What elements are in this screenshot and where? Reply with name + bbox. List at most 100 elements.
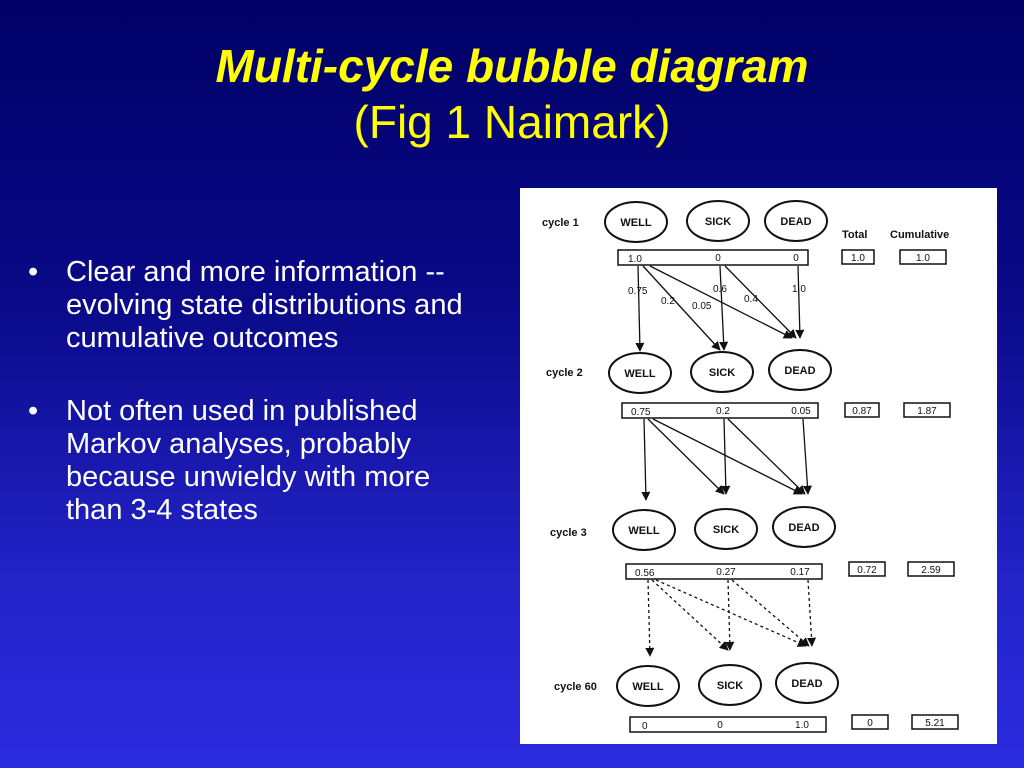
distribution-value: 0.2 xyxy=(716,406,730,417)
total-box xyxy=(844,402,880,418)
cycle-label: cycle 3 xyxy=(550,527,587,539)
bullet-dot: • xyxy=(28,256,39,288)
state-bubble-dead: DEAD xyxy=(775,662,839,704)
cumulative-box xyxy=(903,402,951,418)
transition-arrow xyxy=(635,265,645,352)
state-bubble-dead: DEAD xyxy=(768,349,832,391)
cumulative-value: 1.0 xyxy=(916,253,930,264)
state-name: DEAD xyxy=(784,365,815,377)
transition-arrow xyxy=(802,418,812,495)
state-bubble-sick: SICK xyxy=(686,200,750,242)
total-value: 1.0 xyxy=(851,253,865,264)
bullet-text: Not often used in published Markov analy… xyxy=(66,395,431,526)
header-cumulative: Cumulative xyxy=(890,229,949,241)
transition-arrow xyxy=(651,579,729,651)
state-name: WELL xyxy=(628,525,659,537)
title-main: Multi-cycle bubble diagram xyxy=(215,40,809,92)
cycle-label: cycle 1 xyxy=(542,217,579,229)
distribution-bar xyxy=(617,249,809,266)
distribution-bar xyxy=(625,563,823,580)
distribution-value: 0 xyxy=(715,253,721,264)
transition-arrow xyxy=(727,418,806,495)
transition-arrow xyxy=(719,265,729,351)
bullet-text: Clear and more information -- evolving s… xyxy=(66,256,463,354)
state-name: SICK xyxy=(705,216,731,228)
state-name: DEAD xyxy=(788,522,819,534)
state-bubble-well: WELL xyxy=(616,665,680,707)
cycle-label: cycle 60 xyxy=(554,681,597,693)
state-bubble-dead: DEAD xyxy=(764,200,828,242)
transition-label: 0.6 xyxy=(713,284,727,295)
transition-arrow xyxy=(642,265,721,351)
transition-arrow xyxy=(721,418,731,495)
transition-arrows-dashed xyxy=(645,579,817,657)
distribution-value: 0.05 xyxy=(791,406,811,417)
transition-arrow xyxy=(641,418,651,501)
transition-arrow xyxy=(731,579,810,647)
transition-label: 1.0 xyxy=(792,284,806,295)
transition-arrow xyxy=(655,579,807,647)
distribution-value: 0.17 xyxy=(790,567,810,578)
transition-arrows xyxy=(641,418,812,501)
state-bubble-well: WELL xyxy=(604,201,668,243)
header-total: Total xyxy=(842,229,867,241)
cumulative-box xyxy=(907,561,955,577)
distribution-bar xyxy=(629,716,827,733)
bullet-item: • Clear and more information -- evolving… xyxy=(28,256,488,355)
state-bubble-well: WELL xyxy=(612,509,676,551)
state-name: DEAD xyxy=(780,216,811,228)
transition-arrow xyxy=(652,418,803,495)
cumulative-value: 5.21 xyxy=(925,718,945,729)
state-bubble-sick: SICK xyxy=(690,351,754,393)
state-bubble-well: WELL xyxy=(608,352,672,394)
state-bubble-sick: SICK xyxy=(698,664,762,706)
title-subtitle: (Fig 1 Naimark) xyxy=(353,96,671,148)
bullet-dot: • xyxy=(28,395,39,427)
bullet-item: • Not often used in published Markov ana… xyxy=(28,395,488,527)
transition-arrow xyxy=(649,265,793,339)
state-name: SICK xyxy=(713,524,739,536)
bullet-list: • Clear and more information -- evolving… xyxy=(28,256,488,567)
total-value: 0.72 xyxy=(857,565,877,576)
slide-title: Multi-cycle bubble diagram (Fig 1 Naimar… xyxy=(0,38,1024,150)
bubble-diagram: Total Cumulative cycle 1 WELL SICK DEAD … xyxy=(542,200,959,733)
total-box xyxy=(841,249,875,265)
distribution-value: 0 xyxy=(793,253,799,264)
state-name: WELL xyxy=(624,368,655,380)
cumulative-value: 2.59 xyxy=(921,565,941,576)
distribution-value: 0.27 xyxy=(716,567,736,578)
state-name: DEAD xyxy=(791,678,822,690)
cumulative-box xyxy=(911,714,959,730)
state-name: SICK xyxy=(709,367,735,379)
transition-label: 0.75 xyxy=(628,286,648,297)
distribution-value: 0 xyxy=(717,720,723,731)
transition-arrow xyxy=(725,579,735,651)
transition-arrow xyxy=(806,579,817,647)
distribution-bar xyxy=(621,402,819,419)
cumulative-box xyxy=(899,249,947,265)
transition-arrows xyxy=(635,265,805,352)
bubble-diagram-figure: Total Cumulative cycle 1 WELL SICK DEAD … xyxy=(520,188,997,744)
total-value: 0.87 xyxy=(852,406,872,417)
transition-arrow xyxy=(647,418,725,495)
distribution-value: 0 xyxy=(642,721,648,732)
transition-label: 0.2 xyxy=(661,296,675,307)
transition-arrow xyxy=(645,579,655,657)
total-box xyxy=(848,561,886,577)
transition-label: 0.4 xyxy=(744,294,758,305)
cycle-label: cycle 2 xyxy=(546,367,583,379)
state-name: SICK xyxy=(717,680,743,692)
total-box xyxy=(851,714,889,730)
distribution-value: 1.0 xyxy=(628,254,642,265)
transition-arrow xyxy=(724,265,797,339)
distribution-value: 1.0 xyxy=(795,720,809,731)
state-name: WELL xyxy=(620,217,651,229)
transition-label: 0.05 xyxy=(692,301,712,312)
state-name: WELL xyxy=(632,681,663,693)
total-value: 0 xyxy=(867,718,873,729)
state-bubble-dead: DEAD xyxy=(772,506,836,548)
transition-arrow xyxy=(795,265,805,339)
distribution-value: 0.75 xyxy=(631,407,651,418)
state-bubble-sick: SICK xyxy=(694,508,758,550)
cumulative-value: 1.87 xyxy=(917,406,937,417)
